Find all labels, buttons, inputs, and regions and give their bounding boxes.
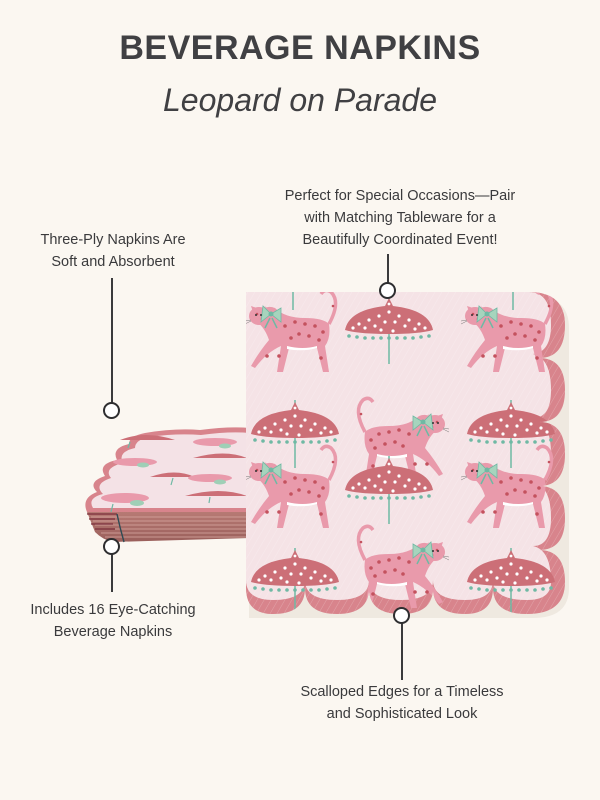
callout-line: Includes 16 Eye-Catching bbox=[30, 602, 196, 618]
callout-dot-three-ply bbox=[103, 402, 120, 419]
callout-three-ply: Three-Ply Napkins Are Soft and Absorbent bbox=[13, 229, 213, 273]
callout-dot-scalloped bbox=[393, 607, 410, 624]
callout-line: Beverage Napkins bbox=[53, 624, 173, 640]
callout-line: Scalloped Edges for a Timeless bbox=[300, 684, 504, 700]
callout-line: and Sophisticated Look bbox=[326, 706, 478, 722]
callout-line: with Matching Tableware for a bbox=[304, 210, 496, 226]
callout-connector-line bbox=[111, 554, 113, 592]
callout-line: Soft and Absorbent bbox=[51, 254, 175, 270]
callout-dot-special-occasions bbox=[379, 282, 396, 299]
callout-count: Includes 16 Eye-Catching Beverage Napkin… bbox=[3, 599, 223, 643]
callout-special-occasions: Perfect for Special Occasions—Pair with … bbox=[240, 185, 560, 251]
callout-connector-line bbox=[401, 622, 403, 680]
page-subtitle: Leopard on Parade bbox=[163, 82, 437, 118]
callout-dot-count bbox=[103, 538, 120, 555]
napkin-front-image bbox=[246, 292, 569, 618]
callout-line: Three-Ply Napkins Are bbox=[40, 232, 186, 248]
callout-scalloped: Scalloped Edges for a Timeless and Sophi… bbox=[262, 681, 542, 725]
page-title: BEVERAGE NAPKINS bbox=[119, 29, 481, 67]
callout-connector-line bbox=[111, 278, 113, 404]
callout-line: Perfect for Special Occasions—Pair bbox=[284, 188, 516, 204]
callout-line: Beautifully Coordinated Event! bbox=[302, 232, 498, 248]
callout-connector-line bbox=[387, 254, 389, 284]
